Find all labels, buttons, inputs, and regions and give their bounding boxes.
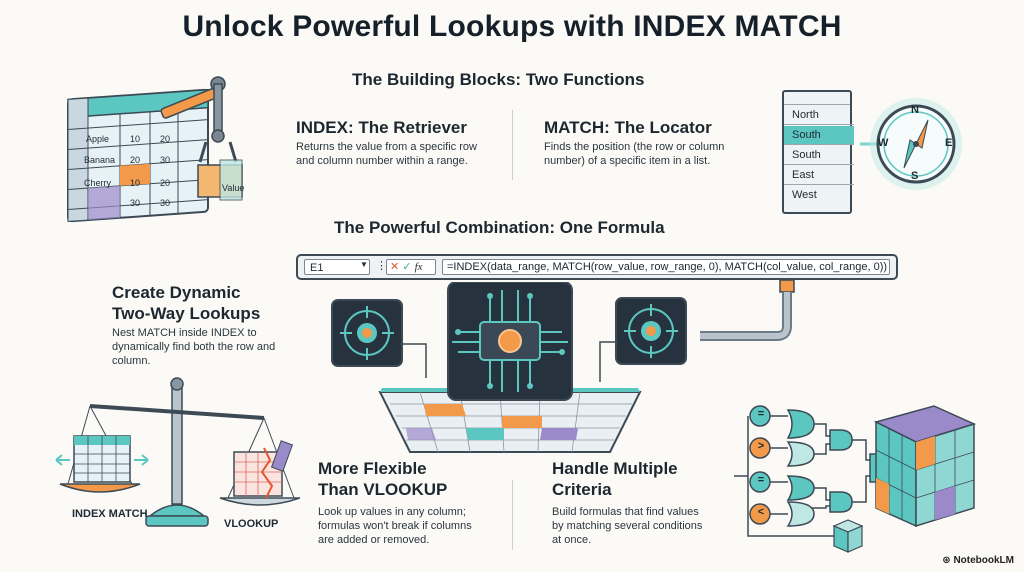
flexible-desc-line: Look up values in any column; xyxy=(318,506,466,518)
index-cell: 20 xyxy=(160,134,171,144)
building-blocks-heading: The Building Blocks: Two Functions xyxy=(352,70,645,89)
index-row-label: Cherry xyxy=(84,178,112,188)
match-function-title: MATCH: The Locator xyxy=(544,118,712,137)
flexible-title-line: Than VLOOKUP xyxy=(318,480,448,499)
dynamic-desc-line: Nest MATCH inside INDEX to xyxy=(112,327,257,339)
flexible-desc: Look up values in any column; formulas w… xyxy=(318,505,472,547)
connector-pipe xyxy=(700,280,795,341)
target-icon xyxy=(331,299,427,378)
dynamic-title: Create Dynamic Two-Way Lookups xyxy=(112,282,260,324)
list-item-highlighted: South xyxy=(784,126,854,145)
cancel-icon[interactable]: ✕ xyxy=(390,261,400,273)
index-desc-line: and column number within a range. xyxy=(296,155,468,167)
footer-brand: ⊛ NotebookLM xyxy=(942,555,1014,566)
index-row-label: Apple xyxy=(86,134,110,144)
index-cell: 30 xyxy=(160,198,171,208)
greater-symbol: > xyxy=(757,440,765,452)
compass-icon xyxy=(860,98,962,190)
page-title: Unlock Powerful Lookups with INDEX MATCH xyxy=(182,10,842,43)
compass-w: W xyxy=(878,137,889,149)
multiple-title-line: Handle Multiple xyxy=(552,459,678,478)
formula-controls: ✕ ✓ fx xyxy=(386,259,436,275)
equals-symbol: = xyxy=(757,474,765,486)
multiple-desc-line: at once. xyxy=(552,534,592,546)
divider xyxy=(512,480,513,550)
dynamic-title-line: Create Dynamic xyxy=(112,283,241,302)
index-illustration xyxy=(67,76,243,223)
match-desc-line: number) of a specific item in a list. xyxy=(544,155,711,167)
dynamic-desc-line: dynamically find both the row and xyxy=(112,341,276,353)
dynamic-title-line: Two-Way Lookups xyxy=(112,304,261,323)
combination-illustration xyxy=(331,282,687,453)
index-cell: 10 xyxy=(130,134,141,144)
formula-bar: E1 ▼ ⋮ ✕ ✓ fx =INDEX(data_range, MATCH(r… xyxy=(296,254,898,280)
chip-icon xyxy=(447,282,573,401)
index-table xyxy=(67,88,209,223)
multiple-desc-line: by matching several conditions xyxy=(552,520,703,532)
index-match-table-icon xyxy=(55,435,149,483)
index-match-label: INDEX MATCH xyxy=(72,508,148,520)
index-cell: 20 xyxy=(160,178,171,188)
index-desc-line: Returns the value from a specific row xyxy=(296,141,477,153)
divider xyxy=(512,110,513,180)
cube-icon xyxy=(873,405,977,528)
footer-text: NotebookLM xyxy=(953,555,1014,566)
flexible-title: More Flexible Than VLOOKUP xyxy=(318,458,447,500)
flexible-desc-line: are added or removed. xyxy=(318,534,430,546)
match-desc-line: Finds the position (the row or column xyxy=(544,141,725,153)
index-cell: 30 xyxy=(160,155,171,165)
dynamic-desc: Nest MATCH inside INDEX to dynamically f… xyxy=(112,326,275,368)
index-row-label: Banana xyxy=(84,155,116,165)
dynamic-desc-line: column. xyxy=(112,355,151,367)
target-icon xyxy=(599,297,687,382)
logic-wires xyxy=(734,415,908,537)
list-item: East xyxy=(784,166,854,185)
multiple-title: Handle Multiple Criteria xyxy=(552,458,678,500)
vlookup-table-icon xyxy=(233,440,294,499)
index-cell: 30 xyxy=(130,198,141,208)
flexible-desc-line: formulas won't break if columns xyxy=(318,520,472,532)
compass-e: E xyxy=(945,137,953,149)
index-cell: 10 xyxy=(130,178,141,188)
chevron-down-icon: ▼ xyxy=(360,260,368,269)
compass-s: S xyxy=(911,170,919,182)
robot-arm-icon xyxy=(160,76,243,201)
more-icon: ⋮ xyxy=(376,260,387,272)
equals-symbol: = xyxy=(757,408,765,420)
vlookup-label: VLOOKUP xyxy=(224,518,279,530)
list-item: South xyxy=(784,146,854,165)
multiple-title-line: Criteria xyxy=(552,480,612,499)
symbol-badges xyxy=(749,405,771,525)
small-cube-icon xyxy=(832,519,864,553)
index-cell: 20 xyxy=(130,155,141,165)
match-list: North South South East West xyxy=(782,90,854,214)
index-function-title: INDEX: The Retriever xyxy=(296,118,467,137)
match-function-desc: Finds the position (the row or column nu… xyxy=(544,140,724,168)
list-item: West xyxy=(792,189,817,201)
flexible-title-line: More Flexible xyxy=(318,459,427,478)
name-box[interactable]: E1 xyxy=(304,259,370,275)
less-symbol: < xyxy=(757,506,765,518)
formula-input[interactable]: =INDEX(data_range, MATCH(row_value, row_… xyxy=(442,259,890,275)
multiple-desc-line: Build formulas that find values xyxy=(552,506,699,518)
confirm-icon[interactable]: ✓ xyxy=(402,261,412,273)
list-item: North xyxy=(784,106,854,125)
multiple-desc: Build formulas that find values by match… xyxy=(552,505,702,547)
value-cube-label: Value xyxy=(222,183,245,193)
combination-heading: The Powerful Combination: One Formula xyxy=(334,218,665,237)
logic-gates-illustration xyxy=(734,405,977,553)
scale-illustration xyxy=(55,377,300,527)
fx-icon[interactable]: fx xyxy=(414,261,423,273)
balance-scale-icon xyxy=(59,377,300,527)
notebooklm-logo-icon: ⊛ xyxy=(942,555,954,566)
index-function-desc: Returns the value from a specific row an… xyxy=(296,140,477,168)
compass-n: N xyxy=(911,104,919,116)
